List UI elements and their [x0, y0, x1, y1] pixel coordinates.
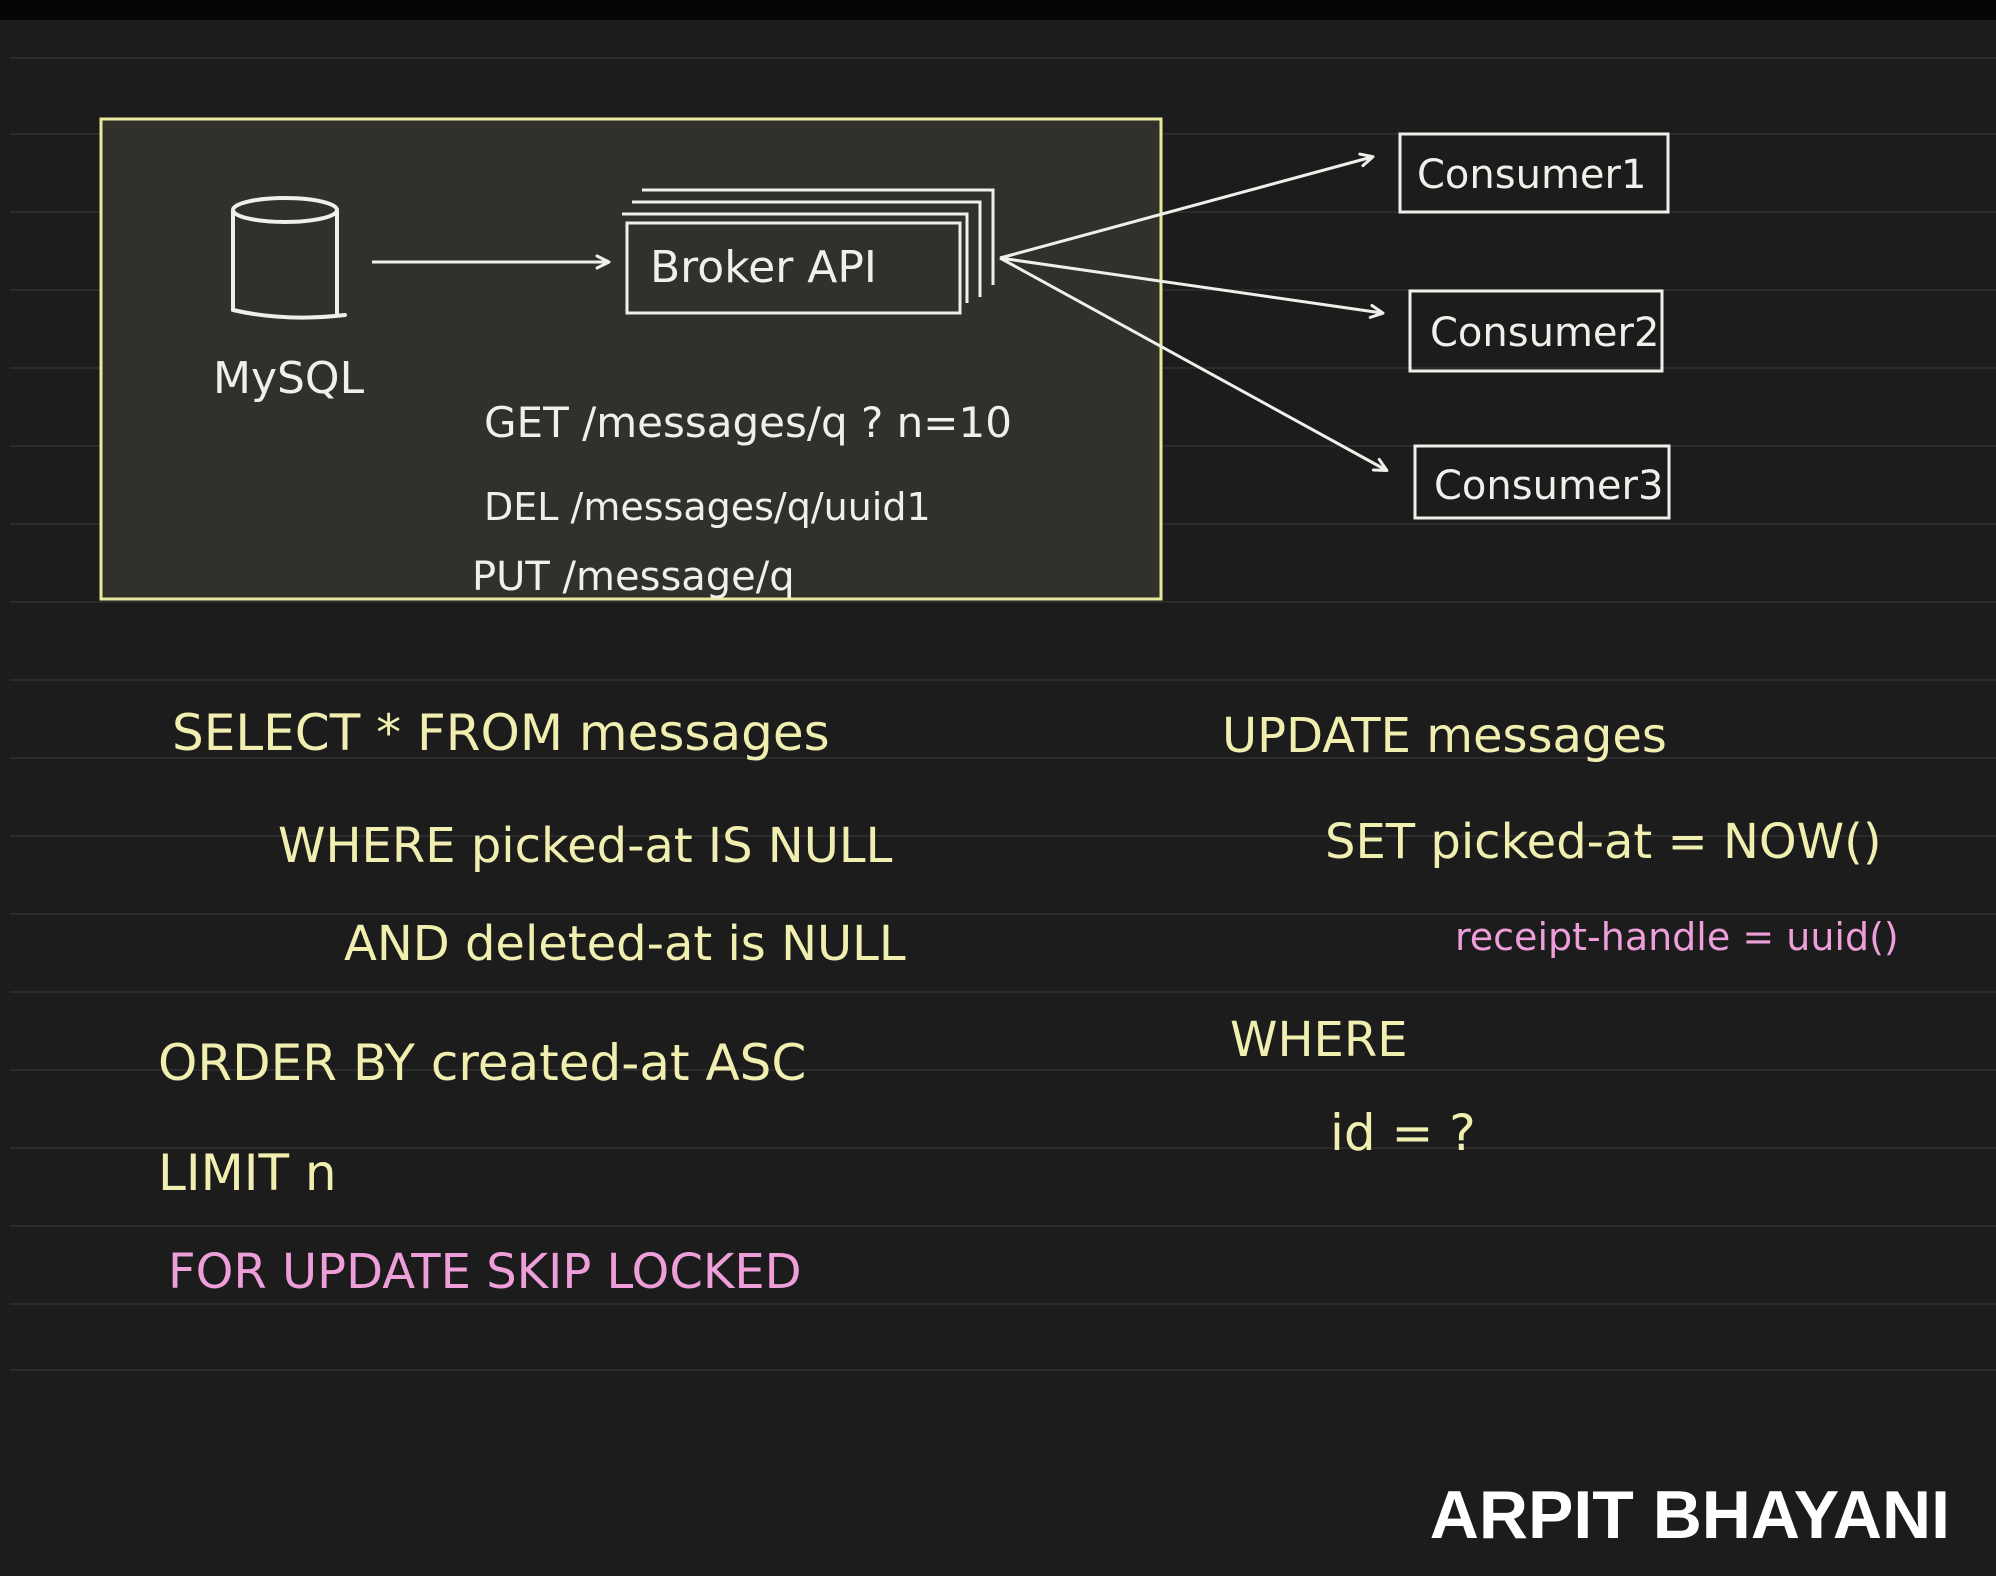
- arrow-to-consumer1: [999, 152, 1375, 260]
- select-line-6: FOR UPDATE SKIP LOCKED: [168, 1244, 802, 1300]
- arrow-to-consumer2: [999, 256, 1385, 319]
- update-line-5: id = ?: [1330, 1104, 1476, 1162]
- arrow-to-consumer3: [999, 256, 1389, 472]
- broker-stack-shadows: [622, 188, 995, 303]
- consumer1-box: [1398, 132, 1670, 214]
- update-line-1: UPDATE messages: [1222, 708, 1667, 764]
- select-line-4: ORDER BY created-at ASC: [158, 1034, 806, 1092]
- select-line-2: WHERE picked-at IS NULL: [278, 818, 893, 874]
- top-bar: [0, 0, 1996, 20]
- endpoint-get: GET /messages/q ? n=10: [484, 398, 1012, 447]
- database-cylinder-icon: [231, 196, 347, 320]
- update-line-2: SET picked-at = NOW(): [1325, 814, 1882, 870]
- endpoint-put: PUT /message/q: [472, 554, 795, 600]
- broker-api-label: Broker API: [650, 242, 877, 293]
- select-line-5: LIMIT n: [158, 1144, 337, 1202]
- endpoint-del: DEL /messages/q/uuid1: [484, 485, 931, 529]
- consumer2-box: [1408, 289, 1664, 373]
- select-line-3: AND deleted-at is NULL: [344, 916, 906, 972]
- consumer2-label: Consumer2: [1430, 310, 1659, 356]
- broker-api-box: [625, 221, 962, 315]
- author-signature: ARPIT BHAYANI: [1430, 1477, 1950, 1553]
- consumer3-label: Consumer3: [1434, 463, 1663, 509]
- consumer1-label: Consumer1: [1417, 152, 1646, 198]
- update-line-3: receipt-handle = uuid(): [1455, 915, 1899, 959]
- broker-to-consumer-arrows: [999, 152, 1389, 472]
- update-line-4: WHERE: [1230, 1012, 1408, 1068]
- select-line-1: SELECT * FROM messages: [172, 704, 830, 762]
- db-label: MySQL: [213, 353, 365, 404]
- consumer3-box: [1413, 444, 1671, 520]
